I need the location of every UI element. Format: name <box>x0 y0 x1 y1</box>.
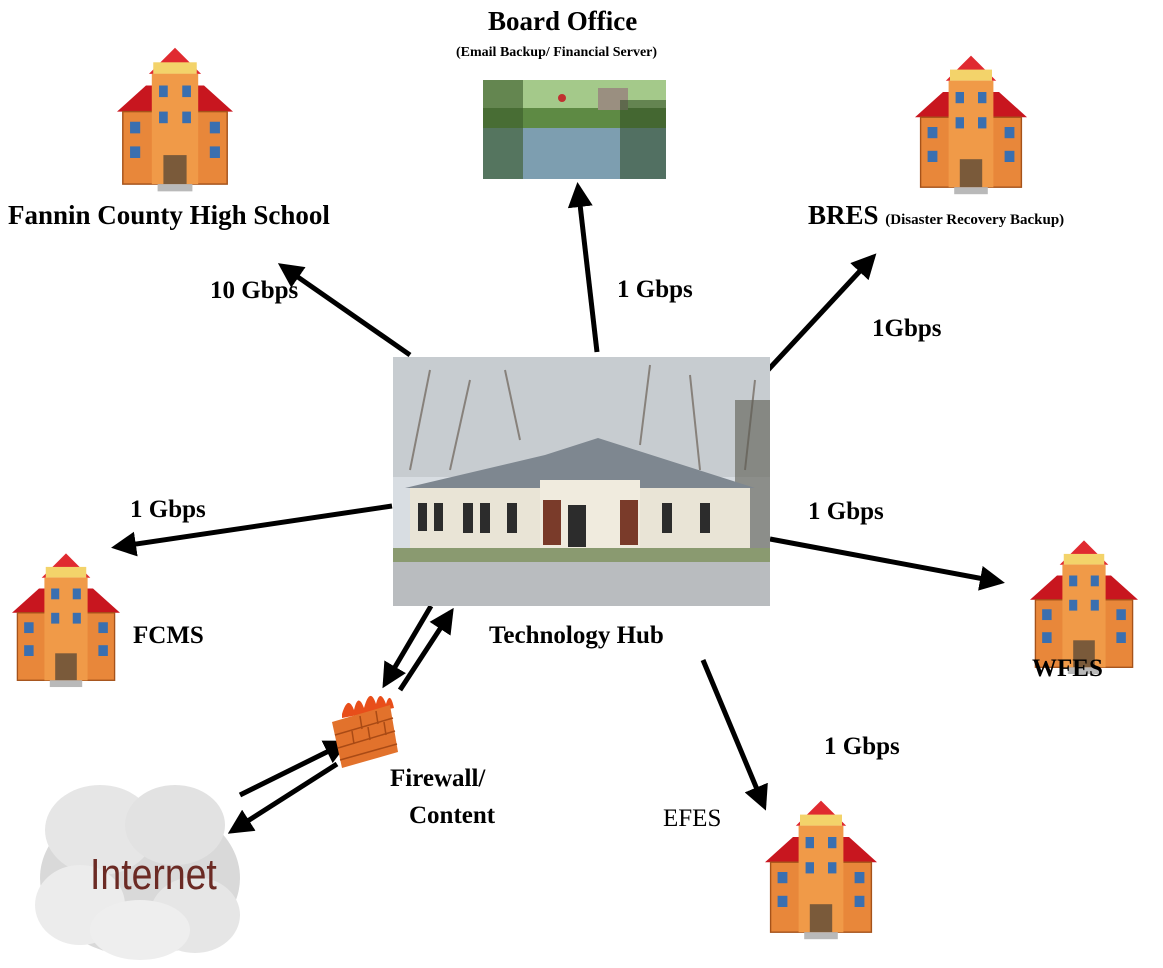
board-office-photo <box>483 80 666 179</box>
bres-link-speed: 1Gbps <box>872 315 942 342</box>
bres-name: BRES <box>808 200 879 230</box>
link-arrow-bres <box>766 253 877 372</box>
technology-hub-label: Technology Hub <box>489 622 664 649</box>
technology-hub-photo <box>393 357 770 606</box>
school-building-icon <box>11 552 121 688</box>
wfes-link-speed: 1 Gbps <box>808 498 884 525</box>
bres-label: BRES (Disaster Recovery Backup) <box>808 200 1064 231</box>
link-arrow-efes <box>700 659 768 811</box>
wfes-label: WFES <box>1032 655 1103 682</box>
efes-label: EFES <box>663 805 722 832</box>
fchs-link-speed: 10 Gbps <box>210 277 299 304</box>
firewall-icon <box>332 695 398 768</box>
fcms-label: FCMS <box>133 622 204 649</box>
fcms-link-speed: 1 Gbps <box>130 496 206 523</box>
internet-label: Internet <box>90 850 217 899</box>
school-building-icon <box>1029 539 1139 675</box>
board-office-link-speed: 1 Gbps <box>617 276 693 303</box>
board-office-subtitle: (Email Backup/ Financial Server) <box>456 45 658 60</box>
internet-cloud-icon <box>35 785 240 960</box>
board-office-title: Board Office <box>488 6 638 36</box>
firewall-to-hub-arrow <box>397 607 454 692</box>
efes-link-speed: 1 Gbps <box>824 733 900 760</box>
bres-note: (Disaster Recovery Backup) <box>885 212 1065 228</box>
hub-to-firewall-arrow <box>382 604 434 689</box>
firewall-label-line1: Firewall/ <box>390 765 486 792</box>
internet-to-firewall-arrow <box>238 740 350 798</box>
school-building-icon <box>116 47 234 193</box>
link-arrow-wfes <box>769 536 1005 591</box>
school-building-icon <box>914 54 1028 195</box>
link-arrow-board-office <box>567 182 600 353</box>
link-arrow-fcms <box>111 503 393 557</box>
school-building-icon <box>764 799 878 940</box>
firewall-to-internet-arrow <box>227 761 339 834</box>
firewall-label-line2: Content <box>409 802 496 829</box>
link-arrow-fchs <box>277 263 412 358</box>
fchs-label: Fannin County High School <box>8 200 330 230</box>
